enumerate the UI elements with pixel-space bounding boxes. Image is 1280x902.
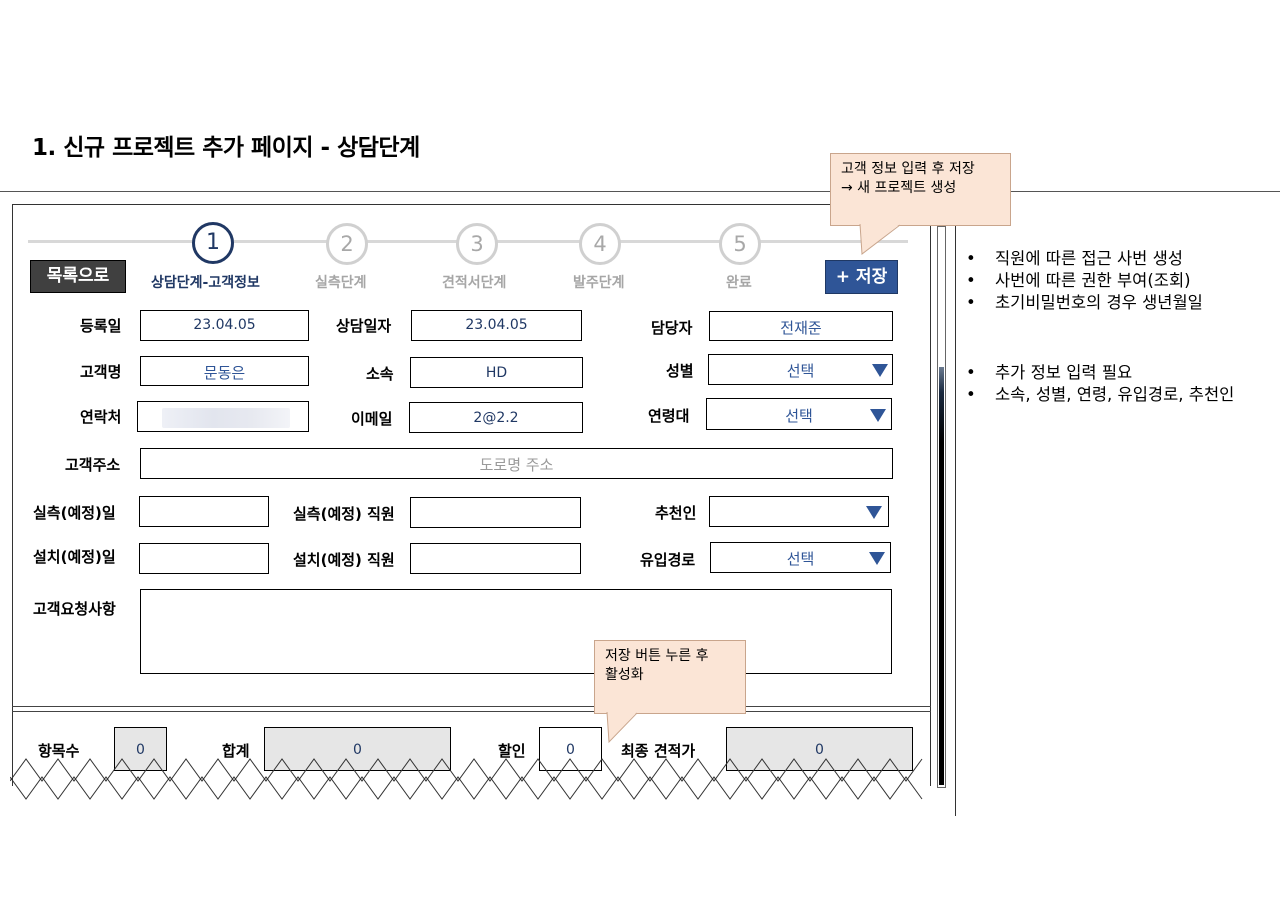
manager-label: 담당자 xyxy=(651,319,693,337)
discount-value: 0 xyxy=(566,742,575,758)
manager-value: 전재준 xyxy=(780,319,822,337)
step-5-label: 완료 xyxy=(726,275,752,291)
contact-label: 연락처 xyxy=(80,408,122,426)
install-date-label: 설치(예정)일 xyxy=(33,548,116,566)
email-label: 이메일 xyxy=(351,410,393,428)
registered-date-field[interactable]: 23.04.05 xyxy=(140,310,309,341)
note-item: 사번에 따른 권한 부여(조회) xyxy=(962,270,1203,292)
torn-edge-decoration xyxy=(10,758,923,800)
gender-selected-value: 선택 xyxy=(786,362,815,380)
consult-date-label: 상담일자 xyxy=(336,317,392,335)
activate-callout-pointer xyxy=(606,712,638,744)
measure-date-label: 실측(예정)일 xyxy=(33,504,116,522)
customer-name-label: 고객명 xyxy=(80,363,122,381)
install-date-field[interactable] xyxy=(139,543,269,574)
save-callout-pointer xyxy=(859,224,901,255)
age-group-select[interactable]: 선택 xyxy=(706,398,892,430)
address-label: 고객주소 xyxy=(65,456,121,474)
vertical-scrollbar[interactable] xyxy=(937,226,946,788)
gender-select[interactable]: 선택 xyxy=(708,354,893,385)
requests-textarea[interactable] xyxy=(140,589,892,674)
email-value: 2@2.2 xyxy=(473,410,519,426)
measure-staff-label: 실측(예정) 직원 xyxy=(293,505,395,523)
customer-name-field[interactable]: 문동은 xyxy=(140,356,309,386)
activate-callout-line-2: 활성화 xyxy=(605,667,644,683)
install-staff-field[interactable] xyxy=(410,543,581,574)
save-callout-line-2: → 새 프로젝트 생성 xyxy=(841,180,957,196)
step-2-label: 실측단계 xyxy=(315,275,367,291)
activate-callout-line-1: 저장 버튼 누른 후 xyxy=(605,648,709,664)
notes-group-1: 직원에 따른 접근 사번 생성 사번에 따른 권한 부여(조회) 초기비밀번호의… xyxy=(962,248,1203,314)
page-title: 1. 신규 프로젝트 추가 페이지 - 상담단계 xyxy=(32,135,420,161)
scrollbar-thumb[interactable] xyxy=(939,367,944,785)
notes-group-2: 추가 정보 입력 필요 소속, 성별, 연령, 유입경로, 추천인 xyxy=(962,362,1234,406)
registered-date-label: 등록일 xyxy=(80,317,122,335)
note-item: 초기비밀번호의 경우 생년월일 xyxy=(962,292,1203,314)
affiliation-label: 소속 xyxy=(366,365,394,383)
measure-staff-field[interactable] xyxy=(410,497,581,528)
manager-field[interactable]: 전재준 xyxy=(709,311,893,341)
consult-date-field[interactable]: 23.04.05 xyxy=(411,310,582,341)
note-item: 소속, 성별, 연령, 유입경로, 추천인 xyxy=(962,384,1234,406)
requests-label: 고객요청사항 xyxy=(33,600,116,618)
item-count-value: 0 xyxy=(136,742,145,758)
save-callout-line-1: 고객 정보 입력 후 저장 xyxy=(841,161,975,177)
total-value: 0 xyxy=(353,742,362,758)
summary-divider-bottom xyxy=(12,711,931,712)
install-staff-label: 설치(예정) 직원 xyxy=(293,551,395,569)
affiliation-value: HD xyxy=(485,365,508,381)
registered-date-value: 23.04.05 xyxy=(193,317,256,333)
recommender-label: 추천인 xyxy=(655,504,697,522)
form-frame xyxy=(12,204,931,786)
inflow-path-select[interactable]: 선택 xyxy=(710,542,891,573)
notes-divider xyxy=(955,226,956,816)
step-1-circle[interactable]: 1 xyxy=(192,222,234,264)
recommender-select[interactable] xyxy=(709,496,889,527)
note-item: 추가 정보 입력 필요 xyxy=(962,362,1234,384)
save-callout: 고객 정보 입력 후 저장 → 새 프로젝트 생성 xyxy=(830,153,1011,226)
step-3-circle[interactable]: 3 xyxy=(456,223,498,265)
step-4-label: 발주단계 xyxy=(573,275,625,291)
email-field[interactable]: 2@2.2 xyxy=(409,402,583,433)
item-count-label: 항목수 xyxy=(38,742,80,760)
consult-date-value: 23.04.05 xyxy=(465,317,528,333)
step-2-circle[interactable]: 2 xyxy=(326,223,368,265)
step-5-circle[interactable]: 5 xyxy=(719,223,761,265)
inflow-path-dropdown-arrow-icon[interactable] xyxy=(869,552,885,565)
step-4-circle[interactable]: 4 xyxy=(579,223,621,265)
discount-label: 할인 xyxy=(498,742,526,760)
note-item: 직원에 따른 접근 사번 생성 xyxy=(962,248,1203,270)
back-to-list-button[interactable]: 목록으로 xyxy=(30,260,126,293)
age-group-dropdown-arrow-icon[interactable] xyxy=(870,409,886,422)
final-quote-field: 0 xyxy=(726,727,913,771)
contact-value-redacted xyxy=(162,408,290,428)
gender-dropdown-arrow-icon[interactable] xyxy=(872,364,888,377)
title-divider xyxy=(0,191,1280,192)
save-button[interactable]: + 저장 xyxy=(825,260,898,294)
total-label: 합계 xyxy=(222,742,250,760)
final-quote-value: 0 xyxy=(815,742,824,758)
inflow-path-label: 유입경로 xyxy=(640,551,696,569)
item-count-field: 0 xyxy=(114,727,167,771)
total-field: 0 xyxy=(264,727,451,771)
inflow-path-selected-value: 선택 xyxy=(786,550,815,568)
measure-date-field[interactable] xyxy=(139,496,269,527)
final-quote-label: 최종 견적가 xyxy=(621,742,696,760)
recommender-dropdown-arrow-icon[interactable] xyxy=(866,506,882,519)
address-field[interactable]: 도로명 주소 xyxy=(140,448,893,479)
activate-callout: 저장 버튼 누른 후 활성화 xyxy=(594,640,746,714)
contact-field[interactable] xyxy=(137,401,309,432)
discount-field[interactable]: 0 xyxy=(539,727,602,771)
customer-name-value: 문동은 xyxy=(203,364,246,382)
age-group-label: 연령대 xyxy=(648,407,690,425)
step-3-label: 견적서단계 xyxy=(442,275,507,291)
age-group-selected-value: 선택 xyxy=(785,407,813,425)
affiliation-field[interactable]: HD xyxy=(410,357,583,388)
summary-divider-top xyxy=(12,706,931,707)
step-1-label: 상담단계-고객정보 xyxy=(151,275,260,291)
gender-label: 성별 xyxy=(666,362,694,380)
address-placeholder: 도로명 주소 xyxy=(479,456,554,474)
